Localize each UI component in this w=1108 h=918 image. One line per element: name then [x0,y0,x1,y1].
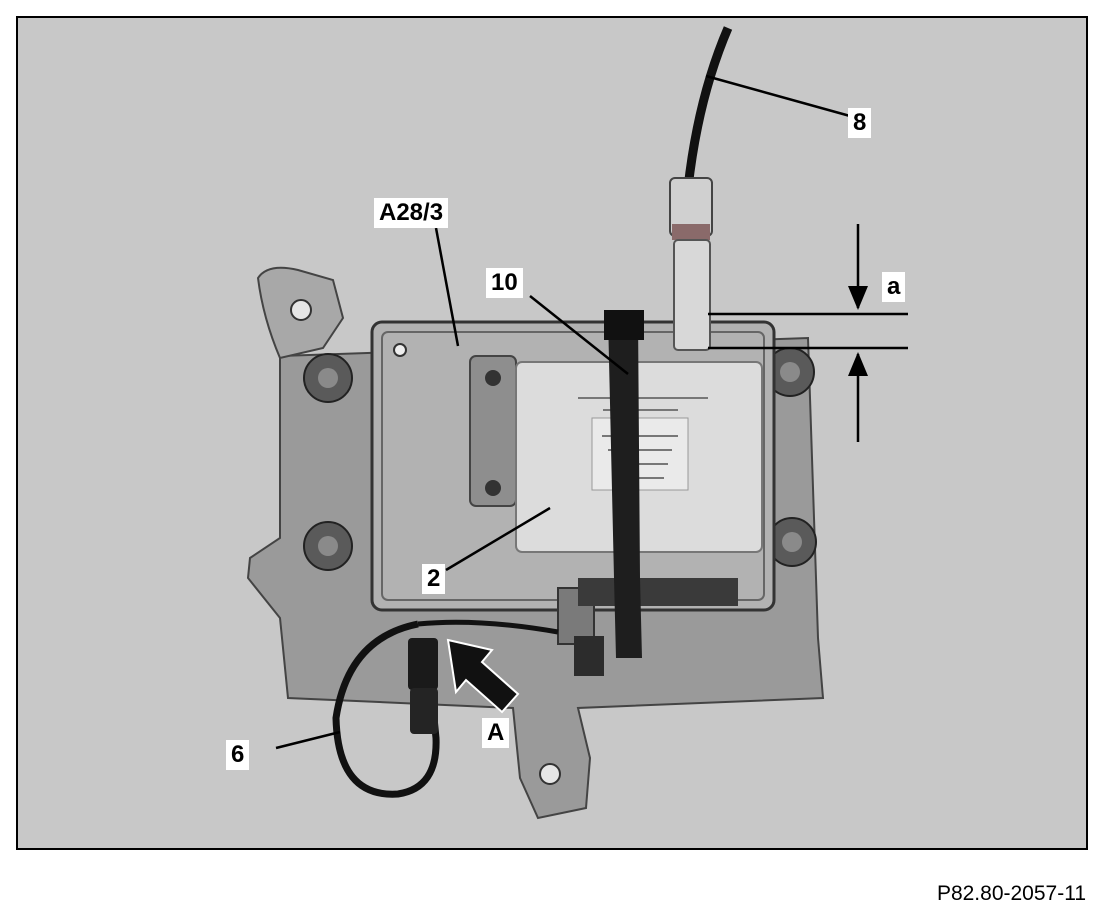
callout-10: 10 [486,268,523,298]
label-sticker [591,417,689,491]
cable-tie [608,316,642,658]
photo-frame: A28/3 10 8 a 2 A 6 [16,16,1088,850]
callout-8: 8 [848,108,872,138]
top-connector-band [672,224,710,240]
figure-reference: P82.80-2057-11 [936,882,1086,905]
view-arrow-A [446,638,520,714]
bottom-tab-hole [539,763,561,785]
leader-lines [275,74,851,750]
mounting-nuts [303,347,817,571]
cable-to-module [417,619,559,635]
connector-block [578,578,738,606]
cable-loop [332,620,440,798]
cable-tie-head [604,310,644,340]
arrow-down [848,286,868,310]
callout-A: A [482,718,510,748]
top-cable [683,26,733,189]
tab-hole [290,299,312,321]
arrow-up [848,352,868,376]
top-connector-lower [673,239,711,351]
callout-A28-3: A28/3 [374,198,449,228]
plug [408,638,438,690]
callout-a: a [882,272,906,302]
plug-lower [410,688,438,734]
connector-post [574,636,604,676]
callout-2: 2 [422,564,446,594]
callout-6: 6 [226,740,250,770]
housing-screw [393,343,407,357]
photo-illustration [18,18,1086,848]
